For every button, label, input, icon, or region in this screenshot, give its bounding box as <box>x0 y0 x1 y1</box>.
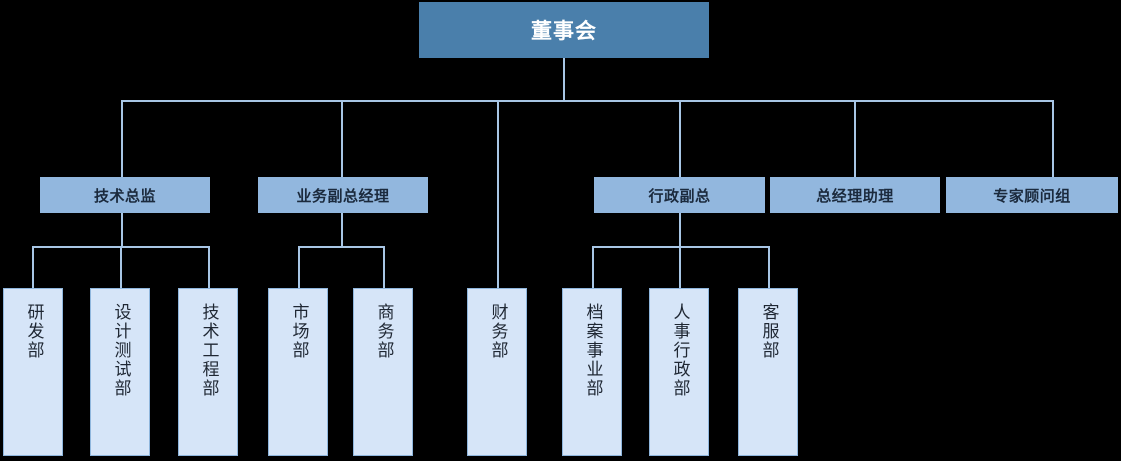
connector-business-vp-stem <box>341 213 343 247</box>
node-label: 业务副总经理 <box>296 186 390 205</box>
node-board-of-directors[interactable]: 董事会 <box>419 2 709 58</box>
connector-drop-archive-dept <box>592 246 594 289</box>
node-tech-director[interactable]: 技术总监 <box>40 177 210 213</box>
connector-admin-vp-stem <box>679 213 681 247</box>
node-label: 董事会 <box>531 19 597 43</box>
node-label: 商务部 <box>373 303 394 360</box>
connector-root-trunk <box>563 58 565 102</box>
node-expert-advisory-group[interactable]: 专家顾问组 <box>946 177 1118 213</box>
node-finance-dept[interactable]: 财务部 <box>467 288 527 456</box>
node-customer-service-dept[interactable]: 客服部 <box>738 288 798 456</box>
node-label: 专家顾问组 <box>993 186 1071 205</box>
node-label: 总经理助理 <box>816 186 894 205</box>
node-admin-vice-gm[interactable]: 行政副总 <box>594 177 765 213</box>
connector-drop-commerce-dept <box>383 246 385 289</box>
connector-drop-tech-engineering-dept <box>208 246 210 289</box>
node-rd-dept[interactable]: 研发部 <box>3 288 63 456</box>
connector-drop-hr-admin-dept <box>679 246 681 289</box>
connector-drop-expert-group <box>1052 100 1054 178</box>
node-commerce-dept[interactable]: 商务部 <box>353 288 413 456</box>
node-label: 人事行政部 <box>669 303 690 398</box>
connector-main-bus <box>121 100 1053 102</box>
connector-drop-gm-assistant <box>854 100 856 178</box>
node-label: 档案事业部 <box>582 303 603 398</box>
connector-drop-marketing-dept <box>298 246 300 289</box>
node-tech-engineering-dept[interactable]: 技术工程部 <box>178 288 238 456</box>
node-archive-dept[interactable]: 档案事业部 <box>562 288 622 456</box>
connector-business-vp-bus <box>298 246 384 248</box>
connector-drop-finance-dept <box>497 100 499 289</box>
node-hr-admin-dept[interactable]: 人事行政部 <box>649 288 709 456</box>
node-business-vice-gm[interactable]: 业务副总经理 <box>258 177 428 213</box>
connector-drop-design-test-dept <box>120 246 122 289</box>
node-label: 财务部 <box>487 303 508 360</box>
connector-drop-customer-service-dept <box>768 246 770 289</box>
connector-tech-director-stem <box>121 213 123 247</box>
node-label: 行政副总 <box>648 186 711 205</box>
connector-drop-rd-dept <box>32 246 34 289</box>
node-label: 客服部 <box>758 303 779 360</box>
node-label: 技术总监 <box>93 186 156 205</box>
node-label: 研发部 <box>23 303 44 360</box>
node-label: 市场部 <box>288 303 309 360</box>
node-label: 技术工程部 <box>198 303 219 398</box>
node-label: 设计测试部 <box>110 303 131 398</box>
node-marketing-dept[interactable]: 市场部 <box>268 288 328 456</box>
connector-drop-business-vp <box>341 100 343 178</box>
node-design-test-dept[interactable]: 设计测试部 <box>90 288 150 456</box>
node-gm-assistant[interactable]: 总经理助理 <box>770 177 940 213</box>
connector-drop-tech-director <box>121 100 123 178</box>
connector-drop-admin-vp <box>679 100 681 178</box>
